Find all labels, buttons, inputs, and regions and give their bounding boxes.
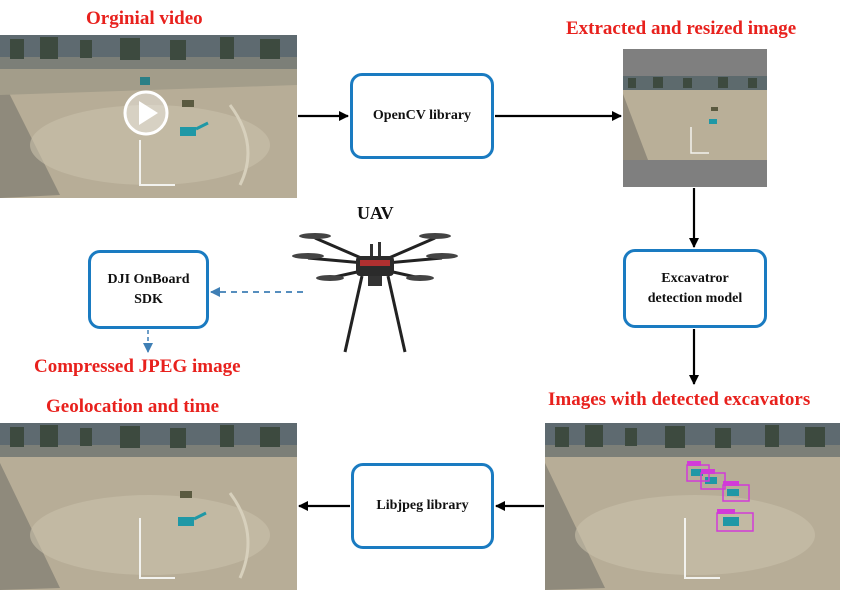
opencv-library-label: OpenCV library [372,108,472,123]
uav-label: UAV [357,203,394,223]
excavator-model-label-line1: Excavatror [661,270,729,286]
dji-label-line2: SDK [134,291,163,307]
libjpeg-library-label: Libjpeg library [376,498,469,513]
play-icon[interactable] [123,90,169,136]
label-extracted-resized: Extracted and resized image [566,18,797,39]
excavator-model-label-line2: detection model [647,290,743,306]
label-compressed-jpeg: Compressed JPEG image [34,356,241,377]
dji-onboard-sdk-box: DJI OnBoard SDK [88,250,209,329]
label-images-detected: Images with detected excavators [548,389,811,410]
dji-label-line1: DJI OnBoard [107,271,190,287]
label-original-video: Orginial video [86,8,203,29]
original-video-frame [0,35,297,198]
detected-excavators-frame [545,423,840,590]
opencv-library-box: OpenCV library [350,73,494,159]
excavator-icon [180,121,209,136]
geolocation-frame [0,423,297,590]
label-geolocation-time: Geolocation and time [46,396,220,417]
extracted-resized-frame [623,49,767,187]
drone-icon [290,228,460,356]
excavator-detection-model-box: Excavatror detection model [623,249,767,328]
libjpeg-library-box: Libjpeg library [351,463,494,549]
